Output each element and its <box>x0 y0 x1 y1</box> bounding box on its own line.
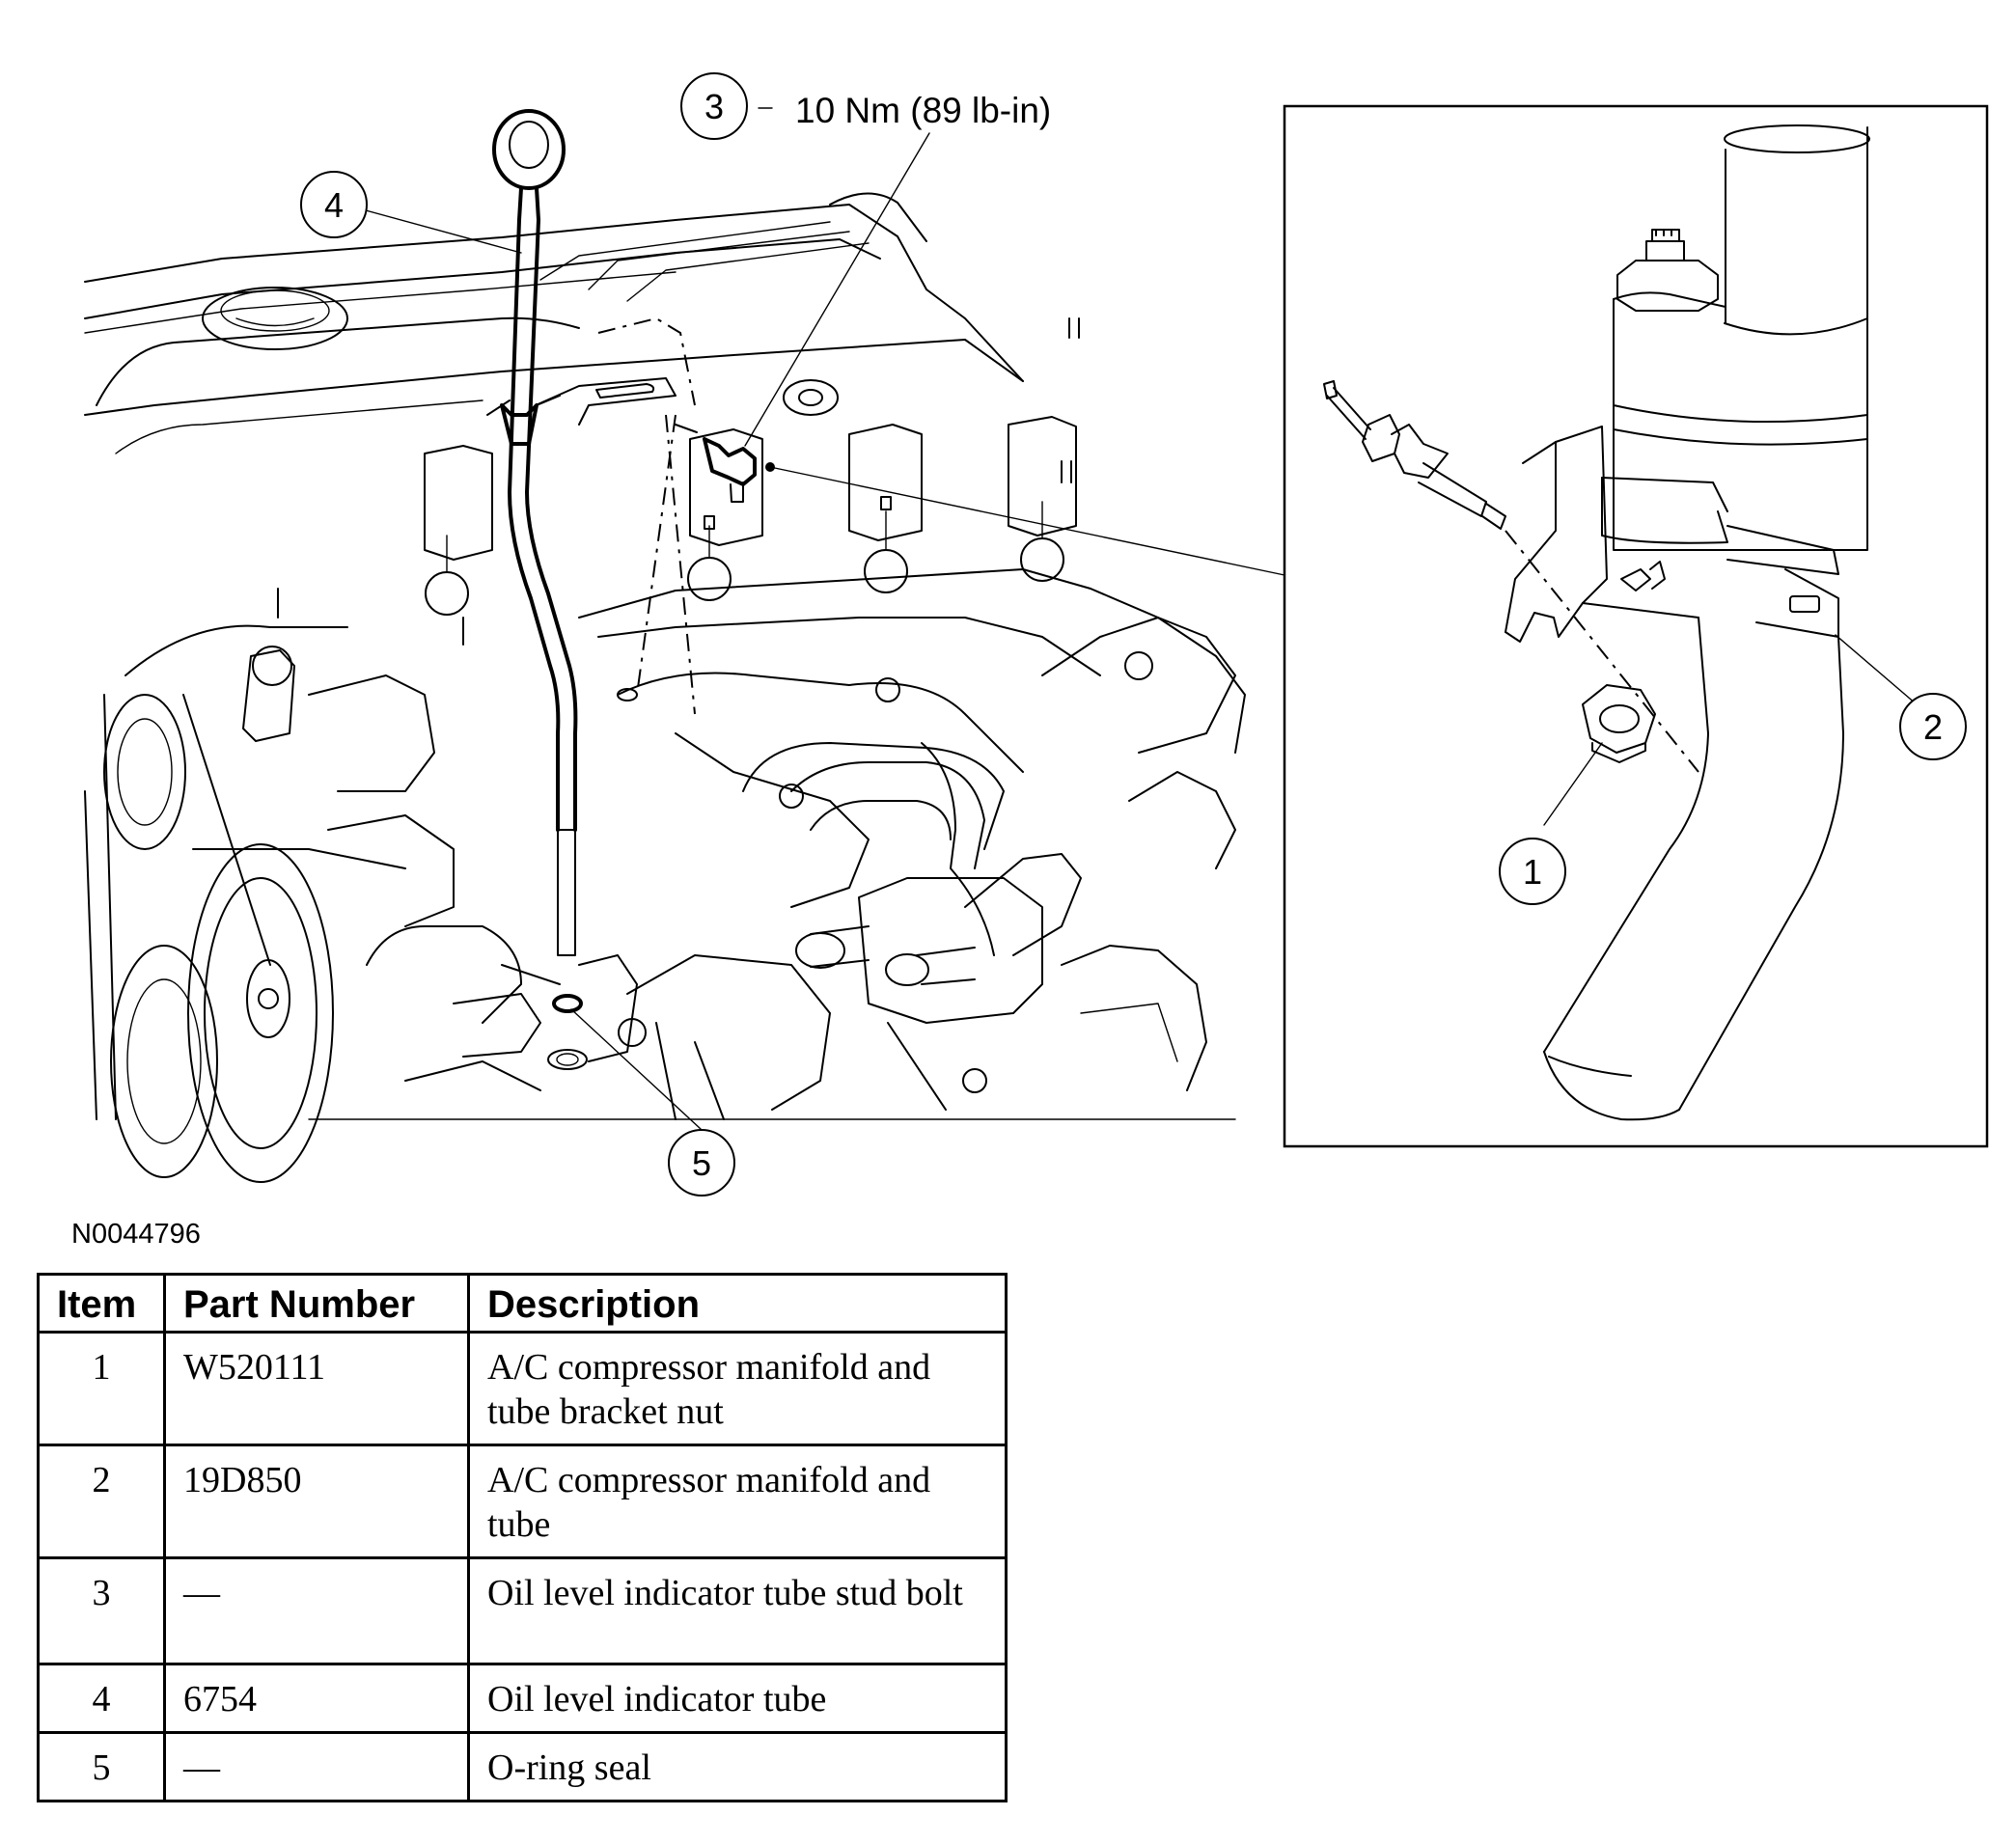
service-illustration: 1 2 3 4 5 10 Nm (89 lb-in) <box>84 72 1989 1197</box>
inset-frame <box>1283 104 1989 1148</box>
callout-3: 3 <box>680 72 748 140</box>
callout-4: 4 <box>300 171 368 238</box>
cell-description: Oil level indicator tube stud bolt <box>467 1556 1008 1665</box>
coil-packs <box>242 416 1077 742</box>
table-row: 1 W520111 A/C compressor manifold and tu… <box>37 1331 1008 1446</box>
cell-description: A/C compressor manifold and tube <box>467 1444 1008 1559</box>
cell-item: 5 <box>37 1731 166 1802</box>
cell-part-number: — <box>163 1731 470 1802</box>
cell-part-number: 6754 <box>163 1663 470 1734</box>
header-description: Description <box>467 1273 1008 1334</box>
table-row: 4 6754 Oil level indicator tube <box>37 1663 1008 1734</box>
torque-spec: 10 Nm (89 lb-in) <box>795 91 1051 130</box>
figure-id: N0044796 <box>71 1219 201 1250</box>
svg-text:3: 3 <box>704 87 724 126</box>
inset-detail <box>1283 104 1989 1148</box>
callout-1: 1 <box>1499 838 1566 905</box>
parts-table: Item Part Number Description 1 W520111 A… <box>37 1273 1008 1802</box>
leader-lines <box>365 107 1918 1130</box>
cell-item: 1 <box>37 1331 166 1446</box>
header-part-number: Part Number <box>163 1273 470 1334</box>
cell-description: Oil level indicator tube <box>467 1663 1008 1734</box>
engine-drawing <box>84 109 1246 1183</box>
accessory-drive <box>84 624 455 1183</box>
header-item: Item <box>37 1273 166 1334</box>
table-header-row: Item Part Number Description <box>37 1273 1008 1334</box>
cell-item: 3 <box>37 1556 166 1665</box>
oil-level-indicator-tube-drawing <box>486 109 696 1070</box>
svg-text:2: 2 <box>1923 707 1943 747</box>
cell-item: 4 <box>37 1663 166 1734</box>
cell-part-number: W520111 <box>163 1331 470 1446</box>
cell-part-number: — <box>163 1556 470 1665</box>
cell-item: 2 <box>37 1444 166 1559</box>
cell-description: O-ring seal <box>467 1731 1008 1802</box>
table-row: 3 — Oil level indicator tube stud bolt <box>37 1556 1008 1665</box>
table-row: 5 — O-ring seal <box>37 1731 1008 1802</box>
cell-description: A/C compressor manifold and tube bracket… <box>467 1331 1008 1446</box>
stud-bolt-drawing <box>675 424 775 503</box>
cell-part-number: 19D850 <box>163 1444 470 1559</box>
callout-2: 2 <box>1899 693 1967 760</box>
svg-text:4: 4 <box>324 185 344 225</box>
callout-5: 5 <box>668 1129 735 1197</box>
svg-text:5: 5 <box>692 1143 711 1183</box>
table-row: 2 19D850 A/C compressor manifold and tub… <box>37 1444 1008 1559</box>
svg-text:1: 1 <box>1523 852 1542 892</box>
